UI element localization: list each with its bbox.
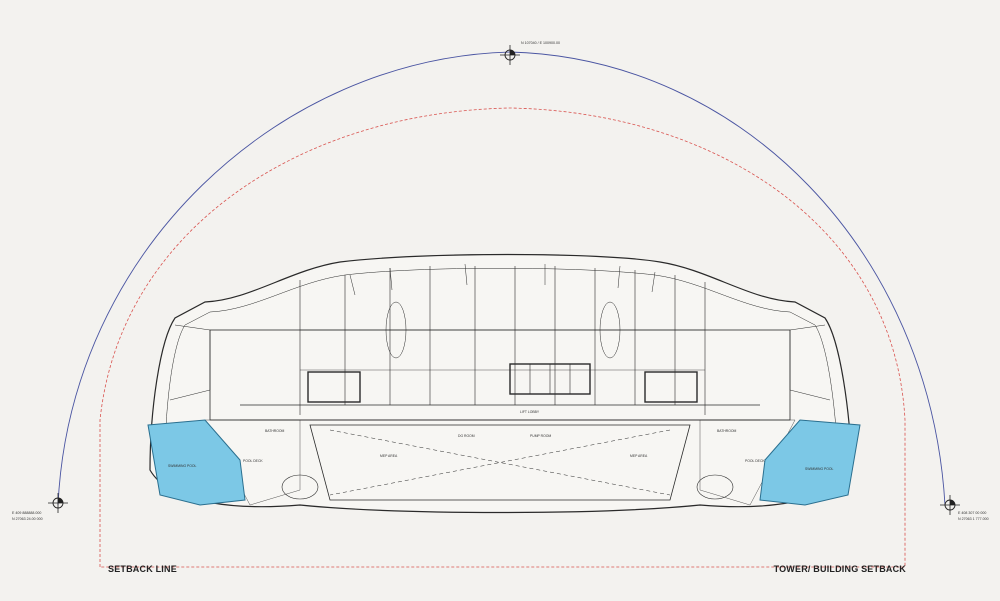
label-dg-room: DG ROOM <box>458 434 475 438</box>
survey-marker-left: E 409 888888.000 N 27063 24.00 000 <box>12 493 68 521</box>
label-pool-left: SWIMMING POOL <box>168 464 197 468</box>
setback-line-label: SETBACK LINE <box>108 564 177 574</box>
label-pool-deck-right: POOL DECK <box>745 459 765 463</box>
label-pool-deck-left: POOL DECK <box>243 459 263 463</box>
label-bathroom-left: BATHROOM <box>265 429 285 433</box>
setback-dashed-line <box>99 107 906 568</box>
survey-label-left-2: N 27063 24.00 000 <box>12 517 43 521</box>
label-mep-area-left: MEP AREA <box>380 454 398 458</box>
label-lift-lobby: LIFT LOBBY <box>520 410 540 414</box>
building-outline <box>149 253 853 514</box>
survey-marker-right: E 408 307 00 000 N 27063 1 777.000 <box>940 495 989 521</box>
survey-label-left-1: E 409 888888.000 <box>12 511 41 515</box>
swimming-pool-right <box>759 419 861 506</box>
tower-setback-label: TOWER/ BUILDING SETBACK <box>774 564 907 574</box>
label-bathroom-right: BATHROOM <box>717 429 737 433</box>
label-pump-room: PUMP ROOM <box>530 434 551 438</box>
survey-label-top: N 107040 / E 100900.00 <box>521 41 560 45</box>
label-pool-right: SWIMMING POOL <box>805 467 834 471</box>
swimming-pool-left <box>147 419 246 506</box>
survey-label-right-1: E 408 307 00 000 <box>958 511 986 515</box>
survey-marker-top: N 107040 / E 100900.00 <box>500 41 560 65</box>
label-mep-area-right: MEP AREA <box>630 454 648 458</box>
survey-label-right-2: N 27063 1 777.000 <box>958 517 989 521</box>
